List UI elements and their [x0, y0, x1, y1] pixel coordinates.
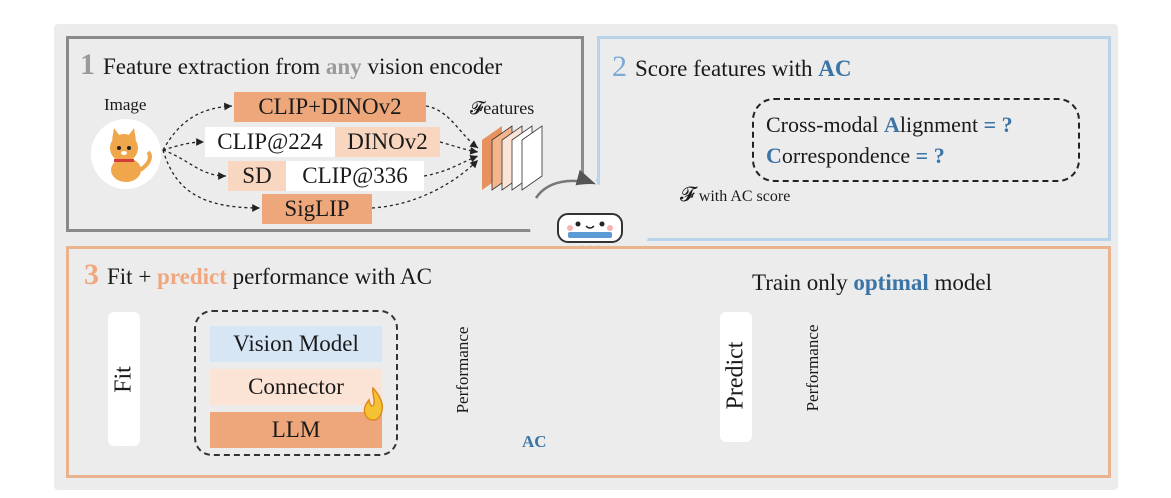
cat-image-icon — [91, 119, 161, 189]
predict-card — [720, 312, 752, 442]
stack-vision-model: Vision Model — [210, 326, 382, 362]
robot-icon — [557, 213, 623, 255]
stack-connector: Connector — [210, 369, 382, 405]
predict-plot-ylabel: Performance — [803, 324, 822, 412]
image-label: Image — [104, 95, 147, 114]
fit-plot-ylabel: Performance — [453, 326, 472, 414]
encoder-dinov2: DINOv2 — [335, 127, 440, 157]
fit-plot-xlabel: AC — [522, 432, 547, 451]
stack-llm: LLM — [210, 412, 382, 448]
encoder-siglip: SigLIP — [262, 194, 372, 224]
train-optimal-caption: Train only optimal model — [752, 270, 993, 295]
fire-icon — [363, 386, 384, 421]
ac-score-caption: 𝓕 with AC score — [680, 184, 791, 206]
encoder-sd: SD — [228, 161, 286, 191]
predict-label: Predict — [722, 341, 749, 410]
panel1-number: 1 — [80, 48, 95, 81]
fit-card — [108, 312, 140, 446]
ac-score-bubble — [752, 98, 1080, 182]
features-label: 𝓕eatures — [470, 98, 535, 118]
fit-label: Fit — [110, 366, 137, 393]
encoder-clip-dinov2: CLIP+DINOv2 — [234, 92, 426, 122]
alignment-line: Cross-modal Alignment = ? — [766, 112, 1013, 137]
correspondence-line: Correspondence = ? — [766, 143, 945, 168]
encoder-clip336: CLIP@336 — [286, 161, 424, 191]
panel-score-features — [597, 36, 1111, 241]
encoder-clip224: CLIP@224 — [205, 127, 335, 157]
model-stack-frame — [194, 310, 398, 456]
